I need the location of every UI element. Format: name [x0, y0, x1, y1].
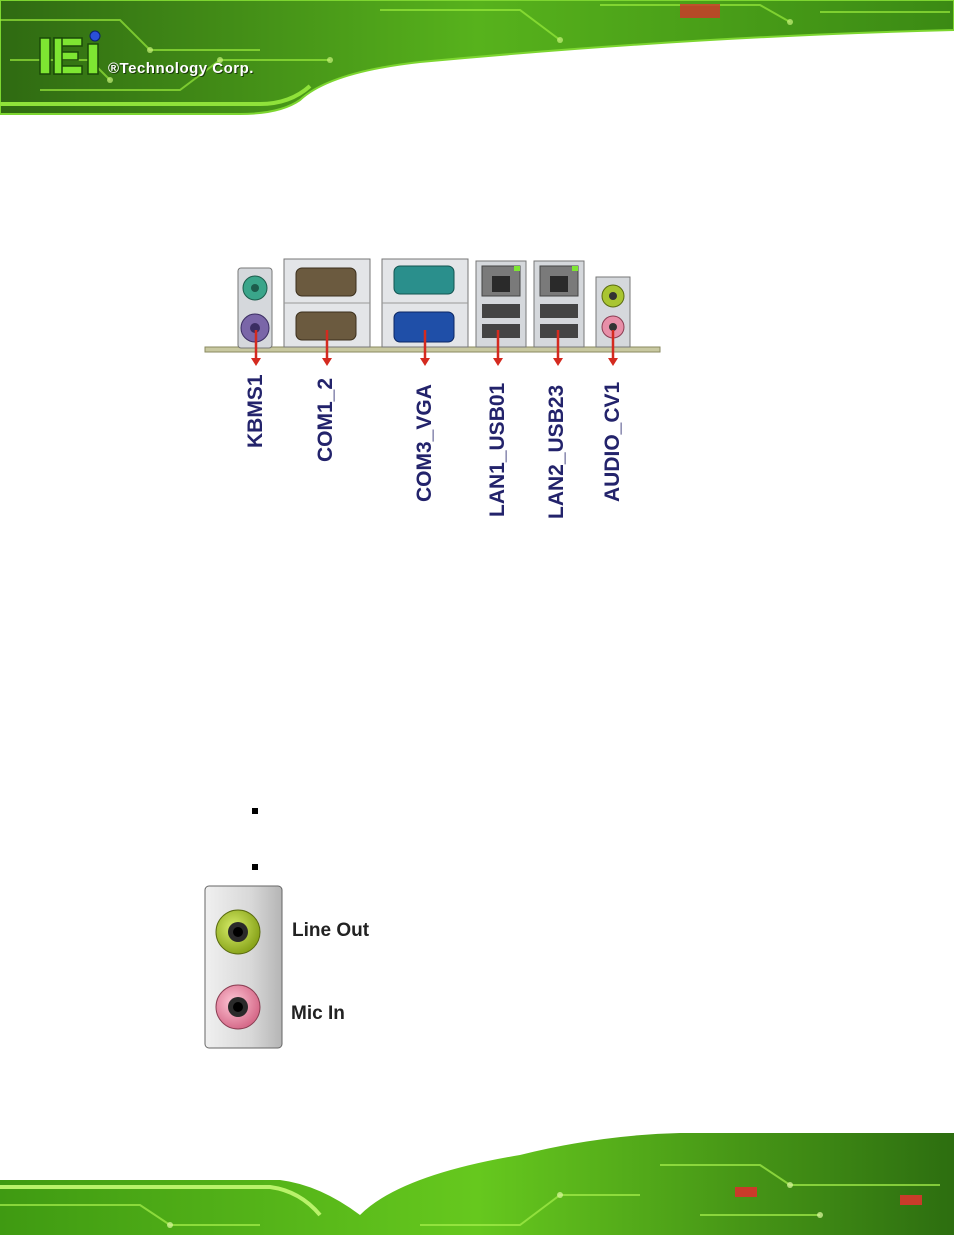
serial-port	[393, 265, 455, 295]
rear-panel-figure	[204, 258, 661, 366]
bullet-marker	[252, 864, 258, 870]
footer-banner	[0, 1133, 954, 1235]
line-out-label: Line Out	[292, 920, 370, 941]
label-audio-cv1: AUDIO_CV1	[601, 381, 624, 502]
label-lan1-usb01: LAN1_USB01	[486, 382, 509, 517]
com-vga-connector	[381, 258, 469, 348]
label-lan2-usb23: LAN2_USB23	[545, 384, 568, 519]
header-banner	[0, 0, 954, 115]
label-kbms1: KBMS1	[244, 374, 267, 448]
board-edge	[204, 346, 661, 353]
bullet-marker	[252, 808, 258, 814]
company-logo: ®Technology Corp.	[38, 30, 298, 80]
audio-jack-figure	[204, 885, 283, 1049]
com-connector	[283, 258, 371, 348]
label-com3-vga: COM3_VGA	[413, 384, 436, 502]
line-out-jack	[215, 909, 261, 955]
lan-usb-connector-1	[475, 260, 527, 348]
iei-logo-mark	[39, 30, 101, 75]
mic-in-jack	[215, 984, 261, 1030]
mic-in-label: Mic In	[291, 1003, 345, 1024]
company-name: ®Technology Corp.	[108, 60, 254, 77]
label-com1-2: COM1_2	[314, 377, 337, 462]
